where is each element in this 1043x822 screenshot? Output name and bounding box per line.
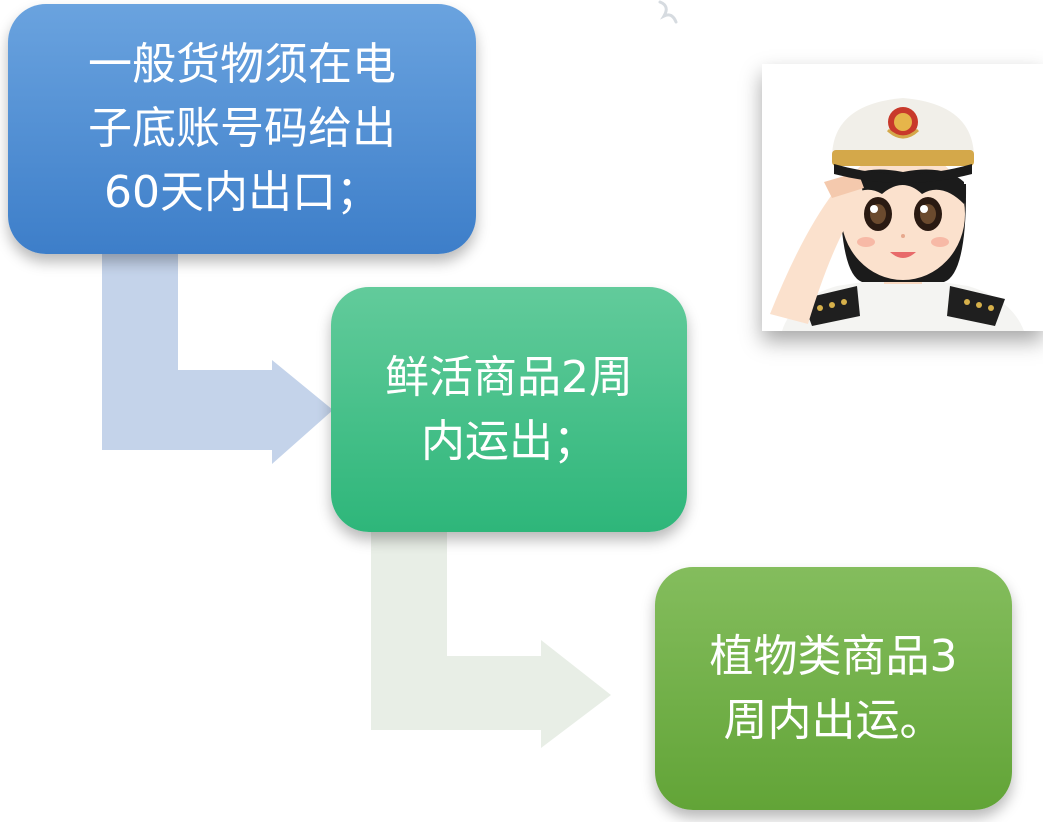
flow-step-general-goods: 一般货物须在电 子底账号码给出 60天内出口；: [8, 4, 476, 254]
flow-step-plant-goods: 植物类商品3 周内出运。: [655, 567, 1012, 810]
bent-arrow-step2-to-step3: [371, 528, 611, 748]
bent-arrow-step1-to-step2: [102, 250, 333, 464]
step2-line1: 鲜活商品2周: [385, 351, 633, 403]
customs-officer-salute-icon: [770, 98, 1024, 331]
step3-line1: 植物类商品3: [709, 630, 958, 682]
customs-officer-illustration: [762, 64, 1043, 331]
step3-line2: 周内出运。: [723, 694, 944, 746]
decorative-mark-icon: [658, 0, 678, 24]
flow-step-fresh-goods: 鲜活商品2周 内运出；: [331, 287, 687, 532]
step1-line3: 60天内出口；: [104, 167, 380, 218]
step1-line1: 一般货物须在电: [88, 39, 396, 90]
step1-line2: 子底账号码给出: [88, 103, 396, 154]
step2-line2: 内运出；: [421, 415, 597, 467]
